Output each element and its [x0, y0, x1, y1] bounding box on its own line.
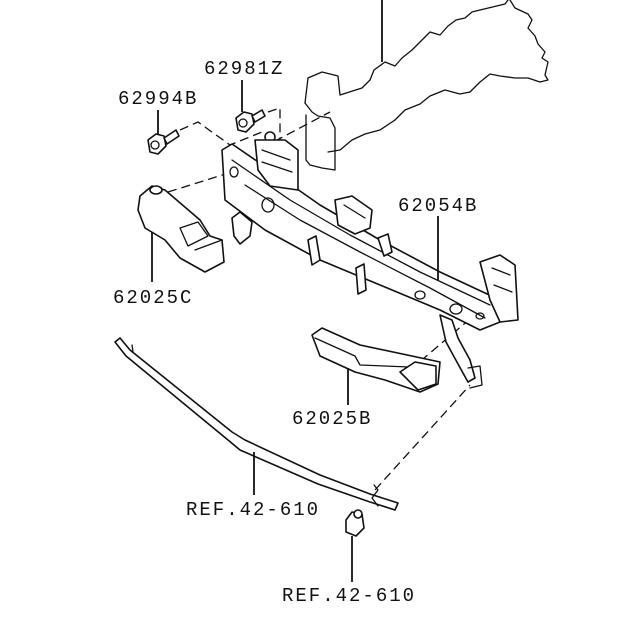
bolt-62981Z[interactable] — [235, 109, 266, 133]
callout-ref-grille[interactable]: REF.42-610 — [186, 499, 320, 521]
callout-62981Z[interactable]: 62981Z — [204, 58, 284, 80]
engine-outline — [304, 0, 549, 171]
reinforcement-bar-62054B[interactable] — [221, 139, 519, 389]
callout-62025B[interactable]: 62025B — [292, 408, 372, 430]
bolt-62994B[interactable] — [147, 129, 180, 155]
absorber-62025B[interactable] — [311, 327, 441, 393]
callout-ref-clip[interactable]: REF.42-610 — [282, 585, 416, 607]
grille-strip[interactable] — [114, 337, 399, 511]
callout-62025C[interactable]: 62025C — [113, 287, 193, 309]
leader-lines — [151, 0, 439, 582]
clip[interactable] — [345, 509, 365, 537]
absorber-62025C[interactable] — [137, 185, 225, 273]
callout-62994B[interactable]: 62994B — [118, 88, 198, 110]
callout-62054B[interactable]: 62054B — [398, 195, 478, 217]
